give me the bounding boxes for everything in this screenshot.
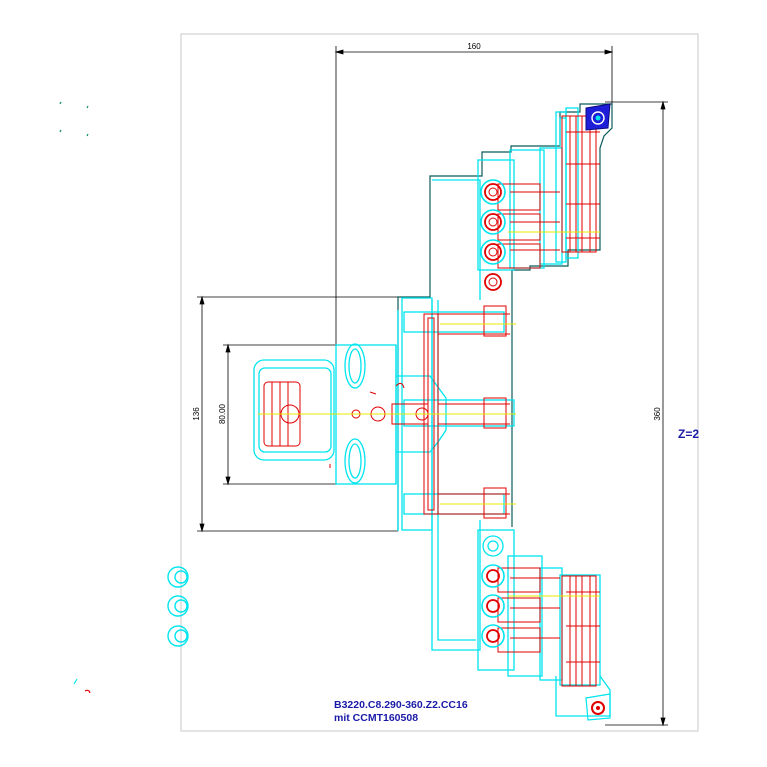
- tool-designation: B3220.C8.290-360.Z2.CC16: [334, 699, 468, 711]
- stray-marks: [59, 101, 91, 694]
- sheet-frame: [180, 33, 699, 732]
- dimension-lines: [197, 46, 668, 727]
- dim-width-160: 160: [467, 42, 481, 51]
- dim-height-80: 80.00: [218, 403, 227, 424]
- insert-designation: mit CCMT160508: [334, 712, 418, 724]
- dim-height-360: 360: [653, 407, 662, 421]
- teeth-count-label: Z=2: [678, 427, 699, 441]
- bottom-insert: [585, 693, 611, 721]
- insert-symbols: [167, 566, 189, 647]
- bolt-holes: [480, 179, 506, 648]
- top-insert: [585, 103, 611, 131]
- center-axis: [258, 231, 600, 597]
- body-outline: [253, 107, 611, 717]
- dim-height-136: 136: [192, 407, 201, 421]
